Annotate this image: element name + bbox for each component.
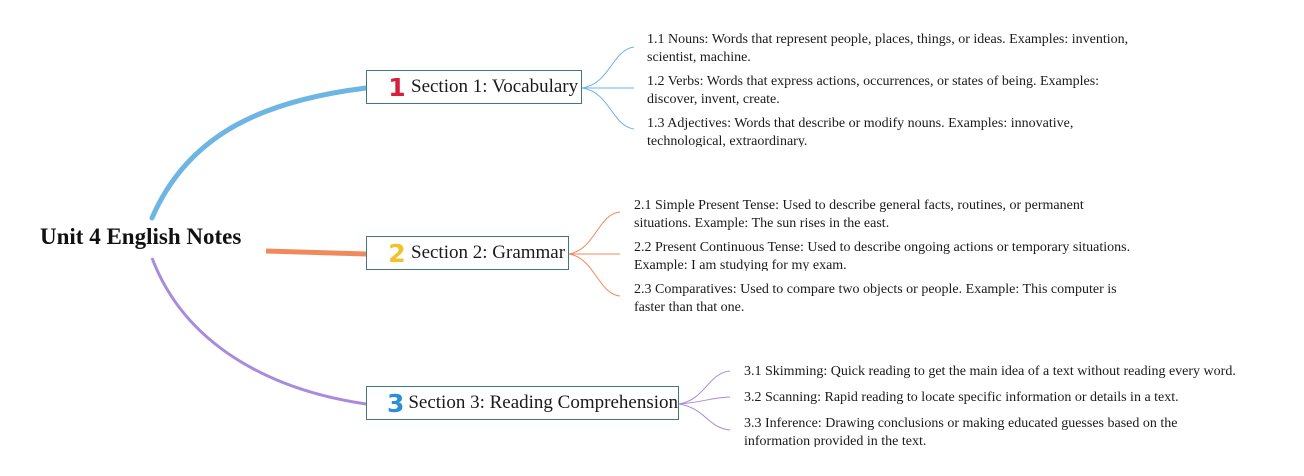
leaf-2-3[interactable]: 2.3 Comparatives: Used to compare two ob… [634, 282, 1117, 315]
leaf-3-1[interactable]: 3.1 Skimming: Quick reading to get the m… [744, 364, 1236, 379]
section-2-label: Section 2: Grammar [411, 242, 566, 263]
branch-line-section-1 [149, 85, 369, 221]
branch-line-section-2 [265, 248, 367, 257]
leaf-connectors-section-2 [568, 211, 621, 297]
number-one-icon: 1 [388, 72, 406, 102]
leaf-2-1[interactable]: 2.1 Simple Present Tense: Used to descri… [634, 198, 1084, 231]
root-title: Unit 4 English Notes [40, 224, 242, 249]
section-3-label: Section 3: Reading Comprehension [408, 392, 678, 413]
leaf-1-3[interactable]: 1.3 Adjectives: Words that describe or m… [647, 116, 1074, 147]
leaf-3-2[interactable]: 3.2 Scanning: Rapid reading to locate sp… [744, 390, 1179, 405]
section-2-topic[interactable]: 2 Section 2: Grammar [366, 236, 569, 270]
number-two-icon: 2 [388, 238, 406, 268]
section-1-topic[interactable]: 1 Section 1: Vocabulary [366, 70, 582, 104]
root-topic[interactable]: Unit 4 English Notes [40, 224, 241, 250]
section-3-topic[interactable]: 3 Section 3: Reading Comprehension [366, 386, 679, 420]
branch-line-section-3 [150, 257, 367, 406]
leaf-3-3[interactable]: 3.3 Inference: Drawing conclusions or ma… [744, 416, 1178, 447]
number-three-icon: 3 [386, 388, 405, 418]
section-1-label: Section 1: Vocabulary [411, 76, 579, 97]
leaf-1-1[interactable]: 1.1 Nouns: Words that represent people, … [647, 32, 1129, 65]
leaf-1-2[interactable]: 1.2 Verbs: Words that express actions, o… [647, 74, 1100, 107]
leaf-connectors-section-1 [581, 46, 635, 130]
leaf-connectors-section-3 [678, 370, 731, 431]
leaf-2-2[interactable]: 2.2 Present Continuous Tense: Used to de… [634, 240, 1131, 271]
